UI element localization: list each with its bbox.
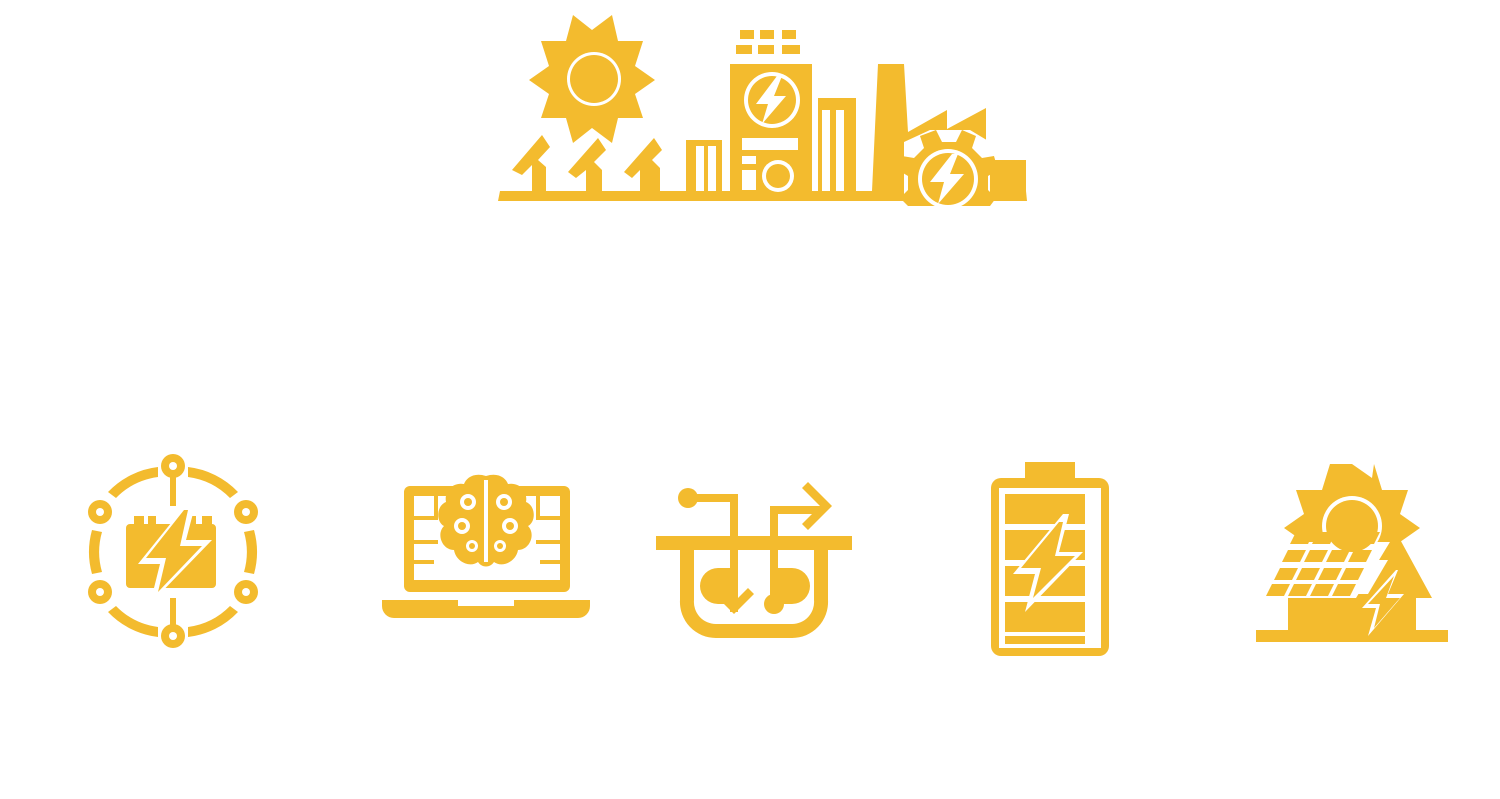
water-energy-flow-icon — [652, 478, 856, 643]
renewable-energy-city-icon — [490, 10, 1050, 210]
roof-solar-tiles — [736, 30, 800, 54]
charging-battery-icon — [985, 458, 1115, 660]
energy-network-icon — [78, 452, 268, 652]
ai-brain-laptop-icon — [378, 470, 594, 625]
solar-panel-sun-icon — [1250, 458, 1454, 648]
renewable-energy-city-graphic — [498, 15, 1027, 209]
